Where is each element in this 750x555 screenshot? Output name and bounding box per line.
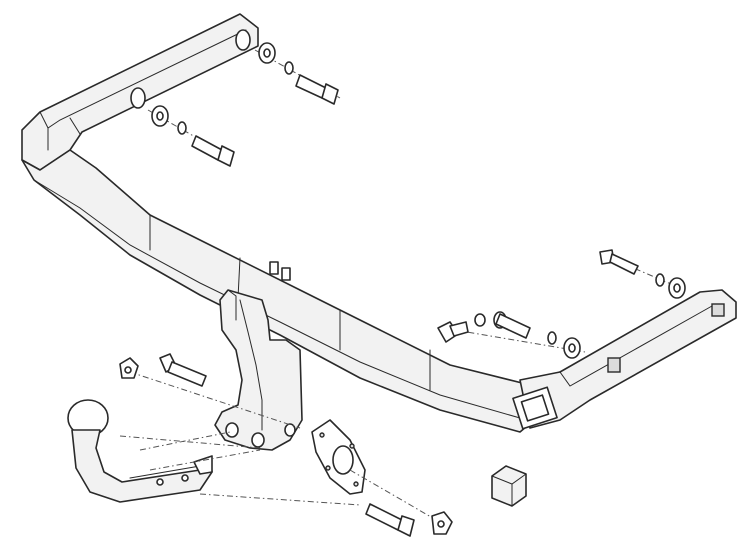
square-nut-right-arm <box>607 357 621 373</box>
bolt-ball-mount <box>159 353 207 387</box>
tow-ball-neck <box>67 399 213 503</box>
square-nut-right-end <box>711 303 725 317</box>
center-bracket <box>214 289 303 451</box>
nut-bottom <box>431 511 453 535</box>
right-side-arm <box>512 289 737 430</box>
bolt-flange <box>437 311 507 343</box>
bolt-left-lower <box>151 105 235 167</box>
bolt-right-upper <box>599 249 686 299</box>
bolt-bottom <box>365 503 415 537</box>
spacer-block <box>491 465 527 507</box>
bolt-left-upper <box>258 42 339 105</box>
bolt-right-lower <box>495 313 581 359</box>
nut-left <box>119 357 139 379</box>
socket-plate <box>311 419 366 495</box>
